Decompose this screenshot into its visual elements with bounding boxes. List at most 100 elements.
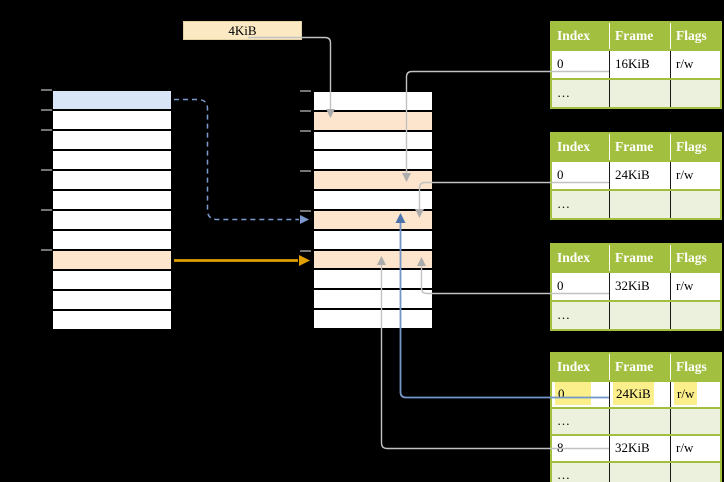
virtual-memory-column-row-1 xyxy=(53,91,171,111)
page-table-mixed-row-3: … xyxy=(552,461,720,482)
page-table-mixed-row-2-frame: 32KiB xyxy=(609,436,670,461)
page-table-24kib-row-0-index: 0 xyxy=(557,167,564,182)
page-table-24kib-row-0-frame: 24KiB xyxy=(609,162,670,189)
highlighted-entry-text: 0 xyxy=(555,382,591,405)
address-tick xyxy=(300,210,311,212)
virtual-memory-column-row-2 xyxy=(53,111,171,131)
physical-memory-column-row-7 xyxy=(314,210,432,231)
virtual-memory-column-row-4 xyxy=(53,151,171,171)
page-table-16kib-row-1-flags xyxy=(670,80,720,107)
physical-memory-column-row-5 xyxy=(314,171,432,192)
page-table-mixed-row-3-frame xyxy=(609,463,670,482)
virtual-memory-column-row-3 xyxy=(53,131,171,151)
page-size-label: 4KiB xyxy=(183,21,302,40)
page-table-mixed-row-0-index: 0 xyxy=(552,382,609,407)
physical-memory-column-row-1 xyxy=(314,92,432,112)
physical-memory-column-row-12 xyxy=(314,310,432,328)
page-table-24kib-row-1-frame xyxy=(609,191,670,218)
column-header-flags: Flags xyxy=(670,134,720,160)
address-tick xyxy=(300,110,311,112)
address-tick xyxy=(41,169,52,171)
page-table-mixed-row-2-flags: r/w xyxy=(670,436,720,461)
column-header-flags: Flags xyxy=(670,23,720,49)
highlighted-entry-text: r/w xyxy=(674,382,698,405)
page-table-32kib-row-1-index: … xyxy=(557,307,570,322)
address-tick xyxy=(300,250,311,252)
address-tick xyxy=(300,90,311,92)
connector-page8-to-frame9-arrowhead xyxy=(299,255,310,266)
physical-memory-column-row-2 xyxy=(314,111,432,132)
column-header-frame: Frame xyxy=(609,134,670,160)
page-table-24kib-row-1-index: … xyxy=(557,196,570,211)
virtual-memory-column-row-10 xyxy=(53,271,171,291)
highlighted-entry-text: 24KiB xyxy=(613,382,654,405)
page-table-32kib-row-1-flags xyxy=(670,302,720,329)
address-tick xyxy=(41,209,52,211)
physical-memory-column-row-8 xyxy=(314,230,432,251)
virtual-memory-column-row-12 xyxy=(53,311,171,329)
virtual-memory-column-row-5 xyxy=(53,171,171,191)
column-header-flags: Flags xyxy=(670,354,720,380)
column-header-frame: Frame xyxy=(609,354,670,380)
page-table-mixed-row-0-frame: 24KiB xyxy=(609,382,670,407)
page-table-mixed-row-1-frame xyxy=(609,409,670,434)
page-table-mixed-row-0: 0 24KiB r/w xyxy=(552,380,720,407)
physical-memory-column-row-4 xyxy=(314,151,432,172)
address-tick xyxy=(300,170,311,172)
physical-memory-column-row-6 xyxy=(314,191,432,211)
physical-memory-column-row-10 xyxy=(314,270,432,291)
physical-memory-column-row-3 xyxy=(314,131,432,152)
address-tick xyxy=(41,89,52,91)
page-table-24kib-row-0-flags: r/w xyxy=(670,162,720,189)
column-header-index: Index xyxy=(557,28,591,43)
connector-page0-to-frame7 xyxy=(174,98,299,221)
address-tick xyxy=(41,129,52,131)
virtual-memory-column-row-11 xyxy=(53,291,171,311)
address-tick xyxy=(300,130,311,132)
page-table-16kib-row-1-index: … xyxy=(557,85,570,100)
page-table-mixed-row-3-index: … xyxy=(557,467,570,482)
page-table-16kib-row-1-frame xyxy=(609,80,670,107)
page-table-16kib-row-0-frame: 16KiB xyxy=(609,51,670,78)
address-tick xyxy=(41,249,52,251)
physical-memory-column xyxy=(313,91,433,329)
page-table-16kib-row-0-index: 0 xyxy=(557,56,564,71)
page-table-32kib-row-0-flags: r/w xyxy=(670,273,720,300)
virtual-memory-column xyxy=(52,90,172,330)
virtual-memory-column-row-8 xyxy=(53,231,171,251)
column-header-index: Index xyxy=(557,139,591,154)
virtual-memory-column-row-7 xyxy=(53,211,171,231)
page-table-16kib-row-0-flags: r/w xyxy=(670,51,720,78)
page-table-mixed-row-1: … xyxy=(552,407,720,434)
column-header-flags: Flags xyxy=(670,245,720,271)
virtual-memory-column-row-6 xyxy=(53,191,171,211)
page-table-mixed-row-0-flags: r/w xyxy=(670,382,720,407)
connector-page0-to-frame7-arrowhead xyxy=(300,215,309,224)
physical-memory-column-row-11 xyxy=(314,290,432,311)
page-table-32kib-row-0-index: 0 xyxy=(557,278,564,293)
page-table-mixed-row-2-index: 8 xyxy=(557,440,564,455)
column-header-index: Index xyxy=(557,359,591,374)
page-table-32kib-row-1: … xyxy=(552,300,720,329)
page-table-24kib-row-1: … xyxy=(552,189,720,218)
page-table-32kib-row-0-frame: 32KiB xyxy=(609,273,670,300)
column-header-frame: Frame xyxy=(609,245,670,271)
page-table-16kib-row-1: … xyxy=(552,78,720,107)
column-header-index: Index xyxy=(557,250,591,265)
column-header-frame: Frame xyxy=(609,23,670,49)
page-table-mixed-row-3-flags xyxy=(670,463,720,482)
physical-memory-column-row-9 xyxy=(314,250,432,271)
